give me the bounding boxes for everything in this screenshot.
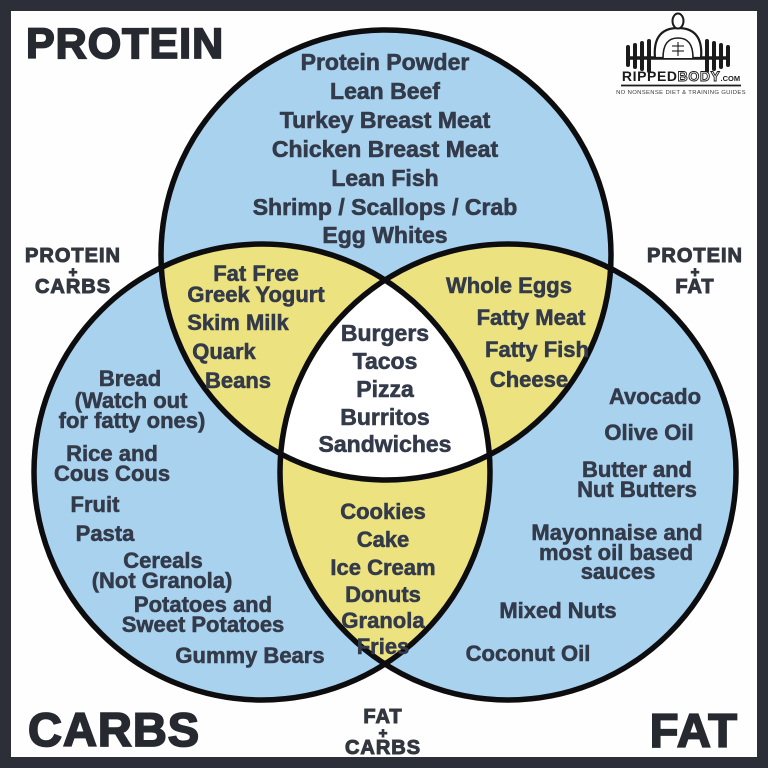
food-item: Pizza bbox=[356, 376, 414, 402]
food-item: Fries bbox=[357, 634, 410, 659]
food-item: (Watch out bbox=[75, 388, 188, 413]
fat-carbs-label: FAT + CARBS bbox=[344, 706, 421, 760]
circle-outlines bbox=[31, 27, 739, 703]
barbell-plates-right bbox=[705, 39, 730, 73]
protein-fat-label: PROTEIN + FAT bbox=[647, 245, 743, 299]
food-item: Donuts bbox=[345, 582, 421, 607]
food-item: Cereals bbox=[123, 548, 203, 573]
food-item: Cake bbox=[357, 527, 410, 552]
carbs-circle-outline bbox=[31, 241, 493, 703]
label-line: FAT bbox=[675, 276, 714, 298]
food-item: Whole Eggs bbox=[446, 273, 572, 298]
region-protein-only-list: Protein Powder Lean Beef Turkey Breast M… bbox=[252, 49, 518, 249]
food-item: Coconut Oil bbox=[466, 641, 591, 666]
food-item: Sandwiches bbox=[319, 431, 452, 457]
food-item: Lean Fish bbox=[331, 165, 438, 191]
region-center-list: Burgers Tacos Pizza Burritos Sandwiches bbox=[318, 320, 452, 458]
center-wrap-2 bbox=[280, 244, 490, 480]
food-item: Gummy Bears bbox=[175, 643, 324, 668]
lifter-head bbox=[671, 12, 685, 30]
logo-tagline: NO NONSENSE DIET & TRAINING GUIDES bbox=[616, 90, 746, 96]
food-item: Fruit bbox=[71, 492, 121, 517]
food-item: Shrimp / Scallops / Crab bbox=[253, 194, 518, 220]
protein-circle-outline bbox=[158, 27, 614, 483]
food-item: Cookies bbox=[340, 499, 426, 524]
deadlift-man-barbell-icon bbox=[626, 12, 730, 73]
food-item: for fatty ones) bbox=[59, 408, 206, 433]
rippedbody-logo: RIPPEDBODY.COM NO NONSENSE DIET & TRAINI… bbox=[616, 12, 746, 96]
region-protein-fat-list: Whole Eggs Fatty Meat Fatty Fish Cheese bbox=[446, 273, 589, 393]
logo-brand-outline: BODY bbox=[678, 68, 721, 84]
plus-sign: + bbox=[69, 264, 78, 281]
food-item: sauces bbox=[581, 559, 656, 584]
food-item: Ice Cream bbox=[330, 555, 435, 580]
food-item: Fatty Fish bbox=[485, 337, 589, 362]
food-item: Granola bbox=[341, 608, 425, 633]
label-line: CARBS bbox=[345, 737, 421, 759]
food-item: Nut Butters bbox=[577, 477, 697, 502]
food-item: Butter and bbox=[582, 457, 692, 482]
food-item: Lean Beef bbox=[330, 78, 440, 104]
food-item: Cheese bbox=[490, 367, 568, 392]
center-triple-intersection bbox=[280, 244, 490, 480]
barbell-plates-left bbox=[626, 39, 651, 73]
fat-title: FAT bbox=[650, 704, 738, 757]
food-item: Cous Cous bbox=[54, 461, 170, 486]
food-item: (Not Granola) bbox=[92, 568, 233, 593]
food-item: Fatty Meat bbox=[477, 305, 586, 330]
food-item: Avocado bbox=[609, 384, 701, 409]
carbs-title: CARBS bbox=[28, 703, 200, 756]
food-item: Egg Whites bbox=[322, 222, 447, 248]
food-item: Burgers bbox=[341, 320, 429, 346]
region-fat-only-list: Avocado Olive Oil Butter and Nut Butters… bbox=[465, 384, 702, 667]
food-item: Mixed Nuts bbox=[499, 598, 616, 623]
protein-title: PROTEIN bbox=[26, 20, 224, 68]
label-line: PROTEIN bbox=[647, 245, 743, 267]
food-item: Chicken Breast Meat bbox=[272, 136, 499, 162]
food-item: Skim Milk bbox=[187, 310, 289, 335]
logo-brand-solid: RIPPED bbox=[622, 68, 678, 84]
logo-wordmark: RIPPEDBODY.COM bbox=[622, 68, 740, 84]
label-line: PROTEIN bbox=[25, 245, 121, 267]
food-item: Bread bbox=[99, 366, 161, 391]
center-wrap-1 bbox=[280, 244, 490, 480]
region-fat-carbs-list: Cookies Cake Ice Cream Donuts Granola Fr… bbox=[330, 499, 436, 660]
food-item: Olive Oil bbox=[604, 420, 693, 445]
food-item: Pasta bbox=[76, 521, 135, 546]
fat-circle-outline bbox=[277, 241, 739, 703]
food-item: Burritos bbox=[340, 404, 429, 430]
logo-brand-suffix: .COM bbox=[721, 74, 741, 83]
protein-carbs-label: PROTEIN + CARBS bbox=[25, 245, 121, 299]
plus-sign: + bbox=[691, 264, 700, 281]
food-item: Fat Free bbox=[213, 261, 299, 286]
plus-sign: + bbox=[379, 725, 388, 742]
food-item: Beans bbox=[205, 368, 271, 393]
food-item: Greek Yogurt bbox=[187, 282, 325, 307]
label-line: FAT bbox=[363, 706, 402, 728]
food-item: Mayonnaise and bbox=[531, 520, 702, 545]
region-protein-carbs-list: Fat Free Greek Yogurt Skim Milk Quark Be… bbox=[187, 261, 326, 394]
food-item: Turkey Breast Meat bbox=[280, 107, 491, 133]
region-carbs-only-list: Bread (Watch out for fatty ones) Rice an… bbox=[54, 366, 325, 669]
food-item: Sweet Potatoes bbox=[122, 612, 285, 637]
food-item: most oil based bbox=[539, 540, 693, 565]
food-item: Tacos bbox=[353, 348, 418, 374]
food-item: Potatoes and bbox=[134, 592, 272, 617]
label-line: CARBS bbox=[35, 276, 111, 298]
food-item: Rice and bbox=[66, 441, 158, 466]
food-item: Quark bbox=[192, 339, 256, 364]
food-item: Protein Powder bbox=[301, 49, 470, 75]
lifter-abs bbox=[672, 42, 684, 56]
